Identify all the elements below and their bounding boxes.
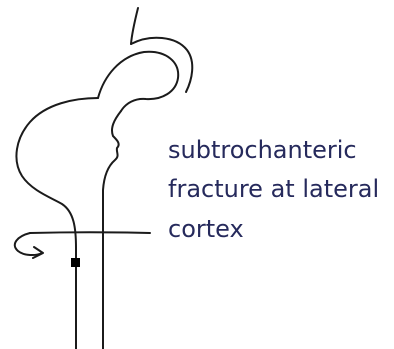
- medial-cortex-outline: [103, 111, 121, 349]
- annotation-line-2: fracture at lateral: [168, 175, 379, 203]
- acetabulum-line: [131, 8, 138, 44]
- annotation-line-3: cortex: [168, 215, 244, 243]
- fracture-mark: [71, 258, 80, 267]
- femoral-head-outline: [98, 52, 178, 111]
- annotation-line-1: subtrochanteric: [168, 136, 357, 164]
- acetabulum-arc: [131, 38, 192, 92]
- arrowhead: [33, 247, 43, 258]
- greater-trochanter-outline: [16, 98, 98, 349]
- pointer-line: [30, 232, 150, 233]
- curved-arrow: [15, 233, 42, 255]
